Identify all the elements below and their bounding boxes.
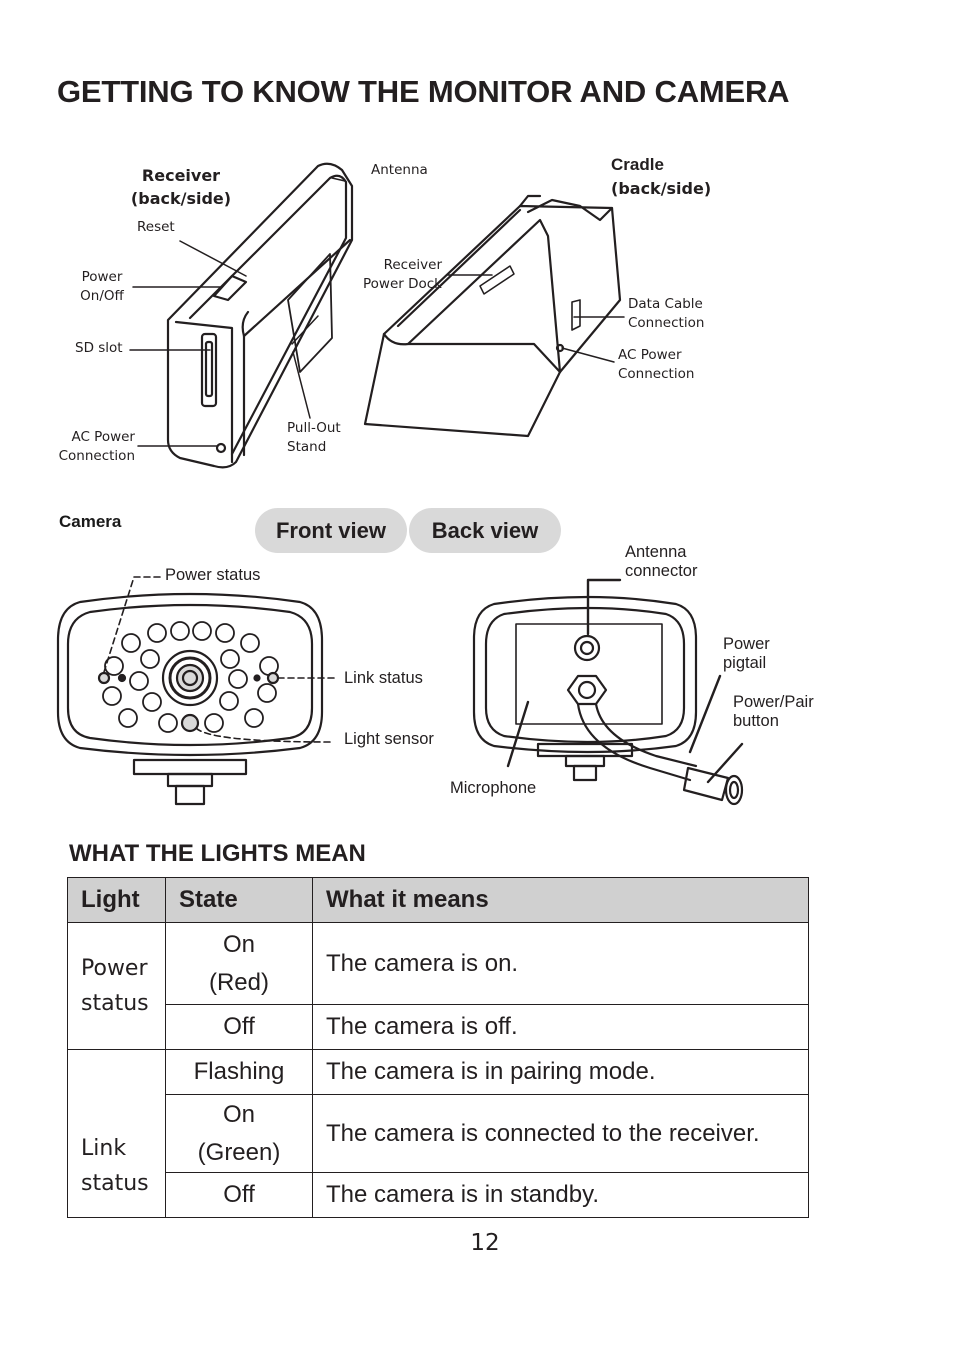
receiver-ac-line2: Connection	[58, 448, 135, 464]
light-cell-link-status: Link status	[67, 1049, 166, 1218]
receiver-heading-line2: (back/side)	[130, 189, 232, 208]
state-cell: Flashing	[165, 1049, 313, 1095]
table-row: Power status On (Red) The camera is on.	[67, 922, 809, 1050]
page-title: GETTING TO KNOW THE MONITOR AND CAMERA	[57, 74, 790, 109]
data-cable-line2: Connection	[628, 315, 705, 331]
product-illustrations	[56, 162, 744, 806]
column-header-light: Light	[67, 877, 166, 923]
state-cell: On (Red)	[165, 922, 313, 1005]
dock-label-line1: Receiver	[383, 257, 442, 273]
pull-out-stand-label: Pull-Out Stand	[287, 419, 341, 457]
power-pair-line1: Power/Pair	[733, 693, 814, 711]
data-cable-line1: Data Cable	[628, 296, 703, 312]
meaning-cell: The camera is in pairing mode.	[312, 1049, 809, 1095]
cradle-illustration	[363, 194, 622, 438]
stand-label-line1: Pull-Out	[287, 420, 341, 436]
state-cell: Off	[165, 1004, 313, 1050]
meaning-cell: The camera is connected to the receiver.	[312, 1094, 809, 1173]
camera-back-illustration	[472, 595, 744, 806]
camera-front-illustration	[56, 592, 324, 806]
table-row: Link status Flashing The camera is in pa…	[67, 1049, 809, 1218]
power-label-line2: On/Off	[80, 288, 124, 304]
power-pair-line2: button	[733, 712, 779, 730]
page-number: 12	[470, 1230, 500, 1256]
power-label-line1: Power	[81, 269, 123, 285]
table-header-row: Light State What it means	[67, 877, 809, 923]
tab-back-view: Back view	[409, 508, 561, 553]
dock-label-line2: Power Dock	[362, 276, 442, 292]
receiver-ac-power-label: AC Power Connection	[40, 428, 135, 466]
light-cell-line1: Link	[81, 1135, 127, 1161]
light-cell-line2: status	[81, 1170, 149, 1196]
tab-front-view: Front view	[255, 508, 407, 553]
cradle-heading-line1: Cradle	[611, 155, 664, 174]
state-cell: On (Green)	[165, 1094, 313, 1173]
column-header-meaning: What it means	[312, 877, 809, 923]
light-sensor-label: Light sensor	[344, 730, 434, 748]
power-pair-button-label: Power/Pair button	[733, 693, 814, 731]
antenna-connector-line2: connector	[625, 562, 698, 580]
state-line1: On	[222, 930, 255, 958]
receiver-power-dock-label: Receiver Power Dock	[352, 256, 442, 294]
light-cell-power-status: Power status	[67, 922, 166, 1050]
cradle-ac-line1: AC Power	[618, 347, 682, 363]
power-pigtail-line1: Power	[723, 635, 770, 653]
cradle-ac-line2: Connection	[618, 366, 695, 382]
receiver-heading-line1: Receiver	[141, 166, 221, 185]
antenna-connector-line1: Antenna	[625, 543, 687, 561]
microphone-label: Microphone	[450, 779, 537, 797]
light-cell-line2: status	[81, 991, 149, 1016]
state-line2: (Green)	[197, 1138, 281, 1166]
power-pigtail-line2: pigtail	[723, 654, 767, 672]
light-cell-line1: Power	[81, 956, 148, 981]
power-pigtail-label: Power pigtail	[723, 635, 770, 673]
state-cell: Off	[165, 1172, 313, 1218]
power-status-label: Power status	[165, 566, 261, 584]
antenna-label: Antenna	[371, 162, 428, 178]
meaning-cell: The camera is off.	[312, 1004, 809, 1050]
lights-table: Light State What it means Power status O…	[67, 877, 809, 1218]
camera-heading: Camera	[59, 512, 122, 531]
cradle-heading-line2: (back/side)	[611, 179, 712, 198]
table-row: Off The camera is in standby.	[68, 1172, 809, 1218]
sd-slot-label: SD slot	[75, 340, 123, 356]
receiver-illustration	[166, 162, 354, 469]
meaning-cell: The camera is on.	[312, 922, 809, 1005]
state-line1: On	[222, 1100, 255, 1128]
meaning-cell: The camera is in standby.	[312, 1172, 809, 1218]
stand-label-line2: Stand	[287, 439, 327, 455]
reset-label: Reset	[137, 219, 175, 235]
column-header-state: State	[165, 877, 313, 923]
receiver-heading: Receiver (back/side)	[120, 164, 242, 210]
link-status-label: Link status	[344, 669, 423, 687]
cradle-heading: Cradle (back/side)	[611, 153, 711, 201]
table-row: Off The camera is off.	[68, 1004, 809, 1050]
receiver-ac-line1: AC Power	[71, 429, 135, 445]
state-line2: (Red)	[208, 968, 269, 996]
table-row: On (Green) The camera is connected to th…	[68, 1094, 809, 1173]
antenna-connector-label: Antenna connector	[625, 543, 697, 581]
data-cable-label: Data Cable Connection	[628, 295, 704, 333]
power-on-off-label: Power On/Off	[72, 268, 132, 306]
cradle-ac-power-label: AC Power Connection	[618, 346, 694, 384]
lights-section-heading: WHAT THE LIGHTS MEAN	[69, 840, 366, 867]
